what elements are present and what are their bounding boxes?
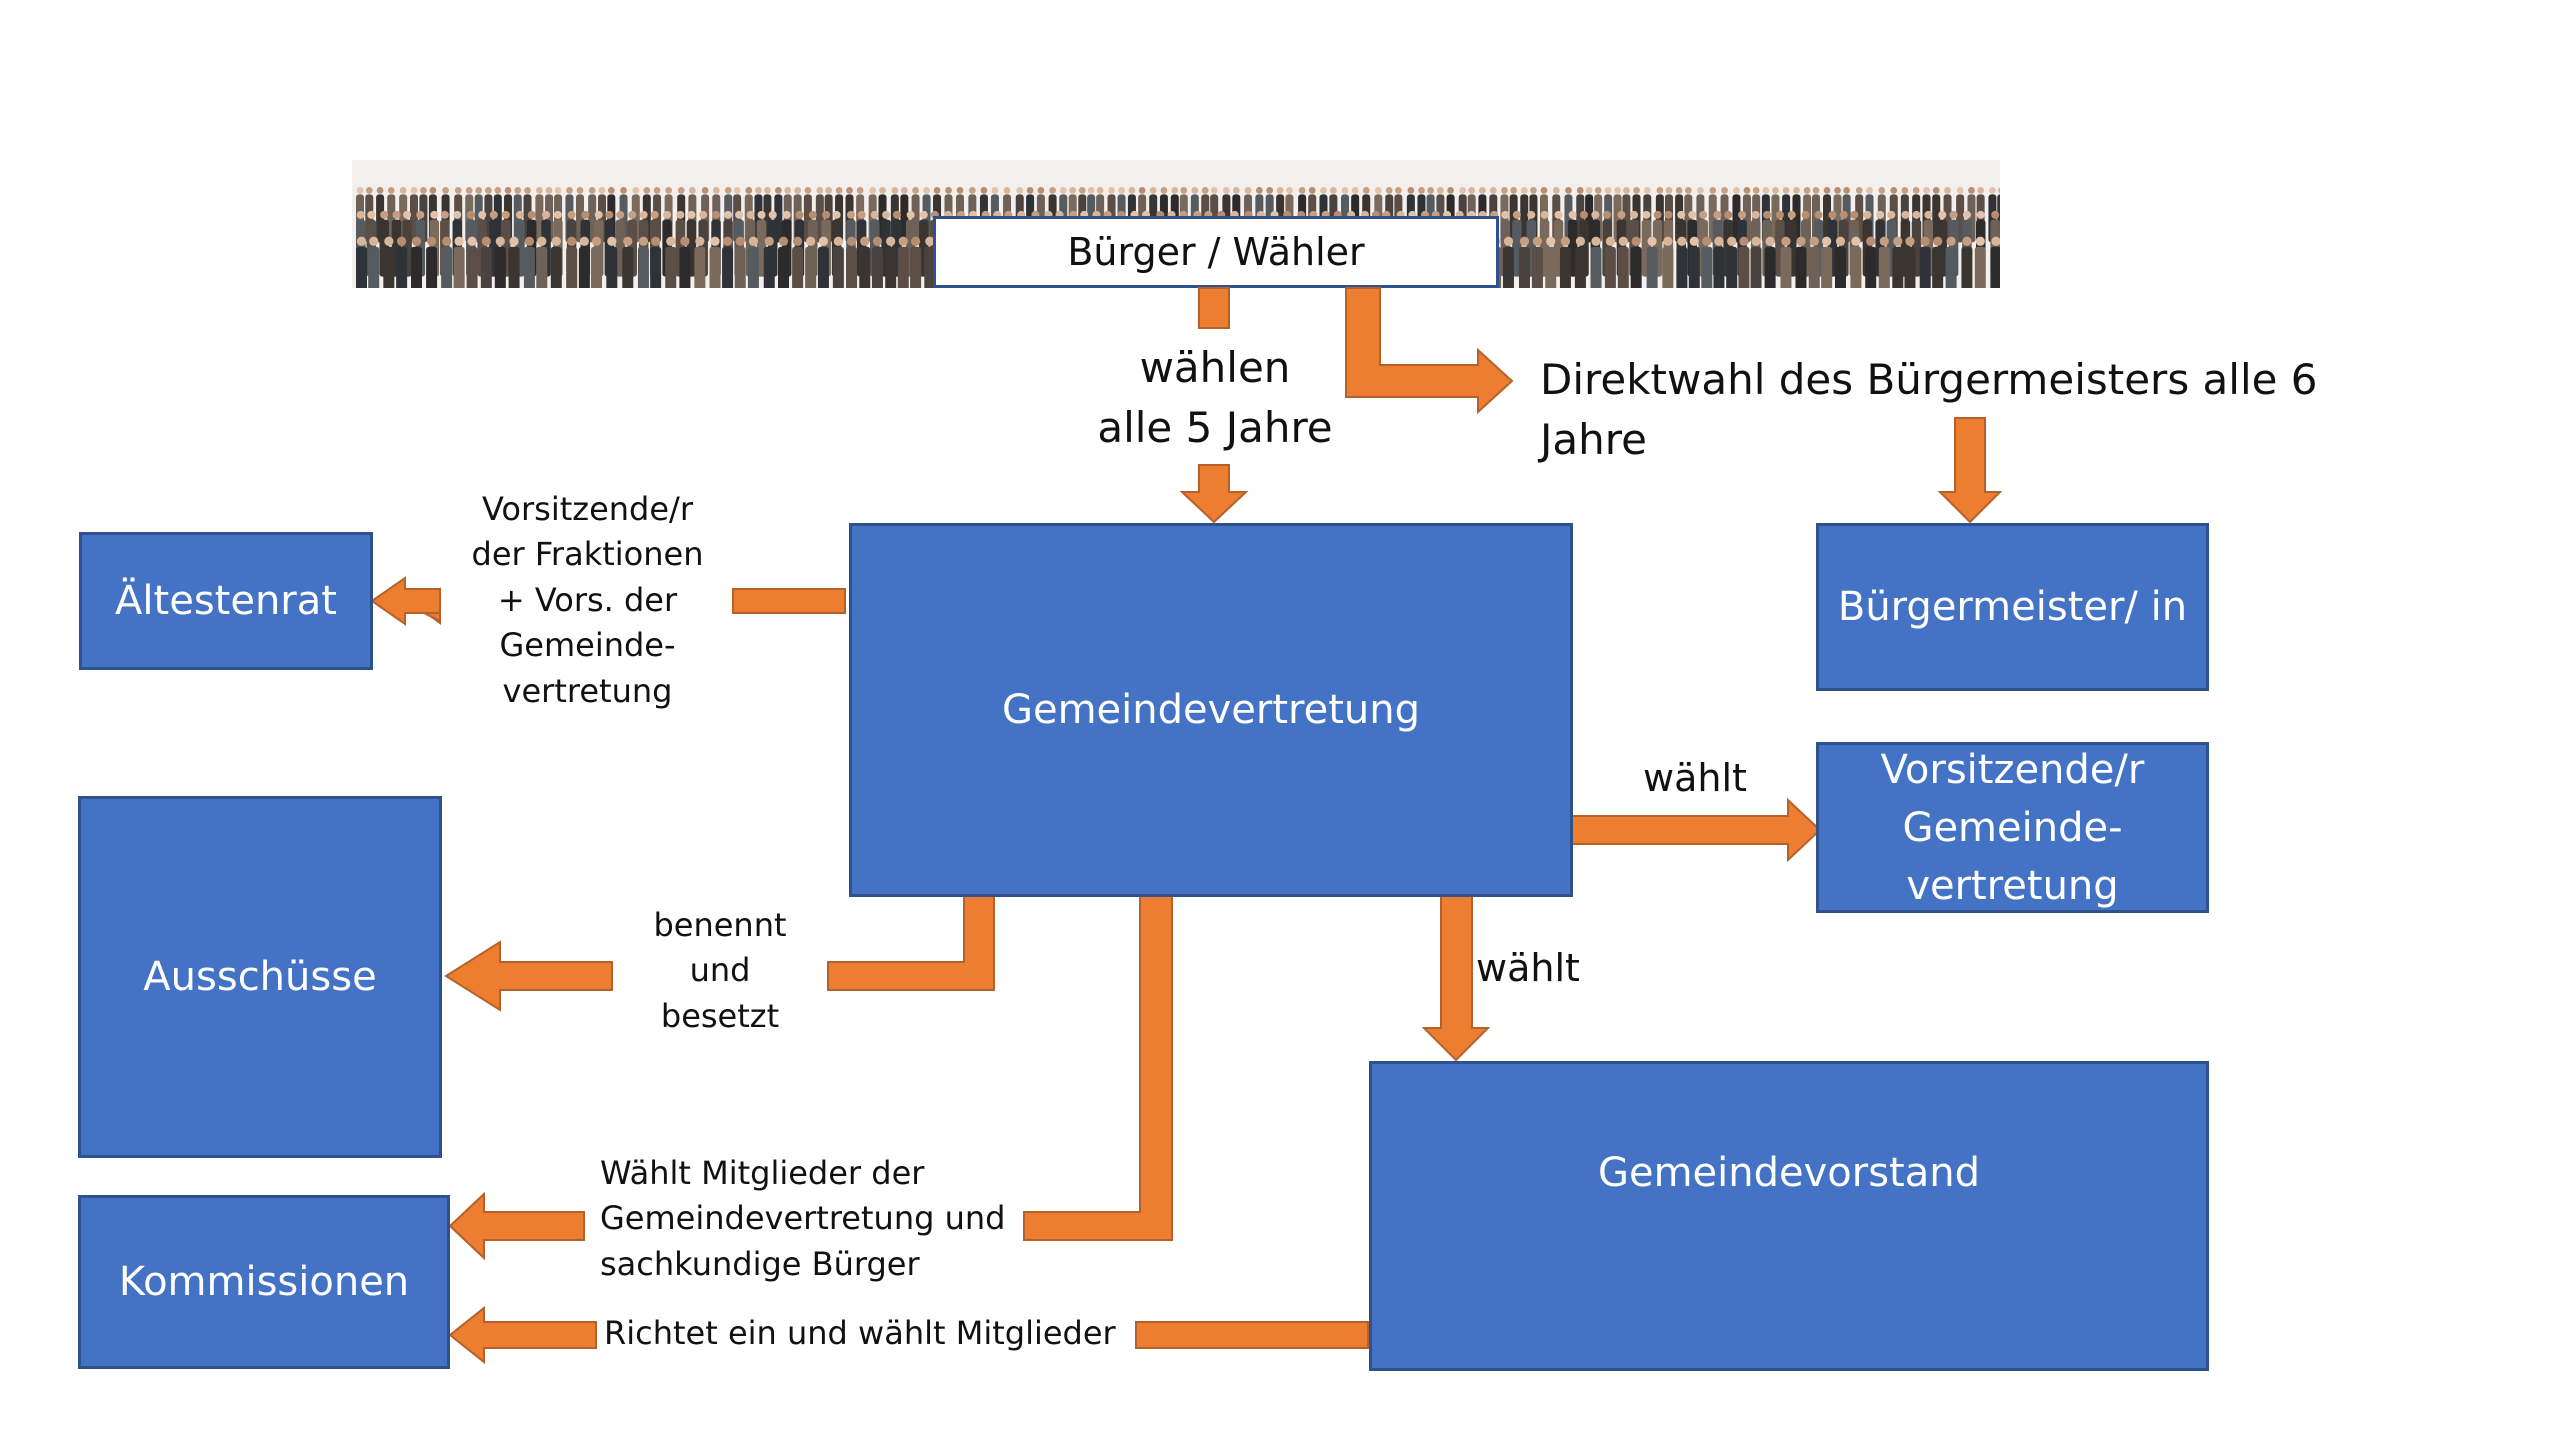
arrow-to-committees bbox=[444, 940, 613, 1012]
arrow-segment-sets-up bbox=[1135, 1321, 1369, 1349]
chairs-of-factions-label: Vorsitzende/r der Fraktionen + Vors. der… bbox=[450, 487, 725, 714]
elects-board-label: wählt bbox=[1476, 942, 1626, 996]
arrow-to-commissions bbox=[448, 1191, 585, 1261]
arrow-to-council-chair bbox=[1571, 797, 1822, 863]
chairs-line-4: Gemeinde- bbox=[499, 626, 676, 665]
elects-members-line-2: Gemeindevertretung und bbox=[600, 1199, 1006, 1238]
arrow-segment-elders bbox=[732, 588, 846, 614]
committees-box: Ausschüsse bbox=[78, 796, 442, 1158]
elects-chair-text: wählt bbox=[1643, 756, 1747, 800]
council-chair-box: Vorsitzende/r Gemeinde- vertretung bbox=[1816, 742, 2209, 913]
elect-line-2: alle 5 Jahre bbox=[1097, 402, 1333, 452]
council-chair-line-2: Gemeinde- bbox=[1902, 804, 2123, 851]
arrow-to-council bbox=[1179, 464, 1249, 524]
elects-chair-label: wählt bbox=[1620, 752, 1770, 806]
voters-box: Bürger / Wähler bbox=[933, 216, 1499, 288]
arrow-to-executive-board bbox=[1421, 895, 1491, 1062]
sets-up-text: Richtet ein und wählt Mitglieder bbox=[604, 1314, 1116, 1352]
appoints-line-2: und bbox=[689, 951, 751, 990]
elect-every-5-label: wählen alle 5 Jahre bbox=[1080, 338, 1350, 457]
elders-council-box: Ältestenrat bbox=[79, 532, 373, 670]
council-chair-line-3: vertretung bbox=[1906, 862, 2119, 909]
mayor-label: Bürgermeister/ in bbox=[1837, 584, 2188, 630]
appoints-line-1: benennt bbox=[653, 906, 787, 944]
arrow-segment-voters bbox=[1198, 287, 1230, 329]
elects-members-line-1: Wählt Mitglieder der bbox=[600, 1154, 925, 1192]
committees-label: Ausschüsse bbox=[143, 954, 377, 1000]
arrow-to-mayor bbox=[1937, 417, 2003, 524]
arrow-segment-committees bbox=[827, 895, 995, 991]
appoints-line-3: besetzt bbox=[660, 996, 780, 1035]
commissions-label: Kommissionen bbox=[118, 1259, 410, 1305]
mayor-box: Bürgermeister/ in bbox=[1816, 523, 2209, 691]
executive-board-box: Gemeindevorstand bbox=[1369, 1061, 2209, 1371]
executive-board-label: Gemeindevorstand bbox=[1597, 1150, 1980, 1196]
chairs-line-3: + Vors. der bbox=[497, 580, 678, 619]
arrow-to-commissions-2 bbox=[448, 1305, 597, 1365]
direct-election-label: Direktwahl des Bürgermeisters alle 6 Jah… bbox=[1540, 350, 2400, 469]
elders-council-label: Ältestenrat bbox=[115, 578, 337, 624]
arrow-direct-election bbox=[1345, 287, 1514, 415]
elects-members-label: Wählt Mitglieder der Gemeindevertretung … bbox=[600, 1151, 1030, 1287]
elects-board-text: wählt bbox=[1476, 946, 1580, 990]
elects-members-line-3: sachkundige Bürger bbox=[600, 1244, 920, 1283]
council-label: Gemeindevertretung bbox=[1001, 687, 1420, 733]
sets-up-label: Richtet ein und wählt Mitglieder bbox=[604, 1311, 1134, 1356]
chairs-line-2: der Fraktionen bbox=[471, 535, 704, 574]
arrow-to-elders-head bbox=[370, 576, 441, 626]
appoints-label: benennt und besetzt bbox=[620, 903, 820, 1039]
arrow-segment-commissions bbox=[1023, 895, 1173, 1241]
direct-election-text: Direktwahl des Bürgermeisters alle 6 Jah… bbox=[1540, 355, 2318, 464]
commissions-box: Kommissionen bbox=[78, 1195, 450, 1369]
chairs-line-5: vertretung bbox=[502, 671, 673, 710]
elect-line-1: wählen bbox=[1139, 343, 1291, 392]
council-chair-line-1: Vorsitzende/r bbox=[1880, 746, 2145, 793]
voters-label: Bürger / Wähler bbox=[1067, 230, 1365, 274]
council-box: Gemeindevertretung bbox=[849, 523, 1573, 897]
chairs-line-1: Vorsitzende/r bbox=[482, 490, 693, 528]
